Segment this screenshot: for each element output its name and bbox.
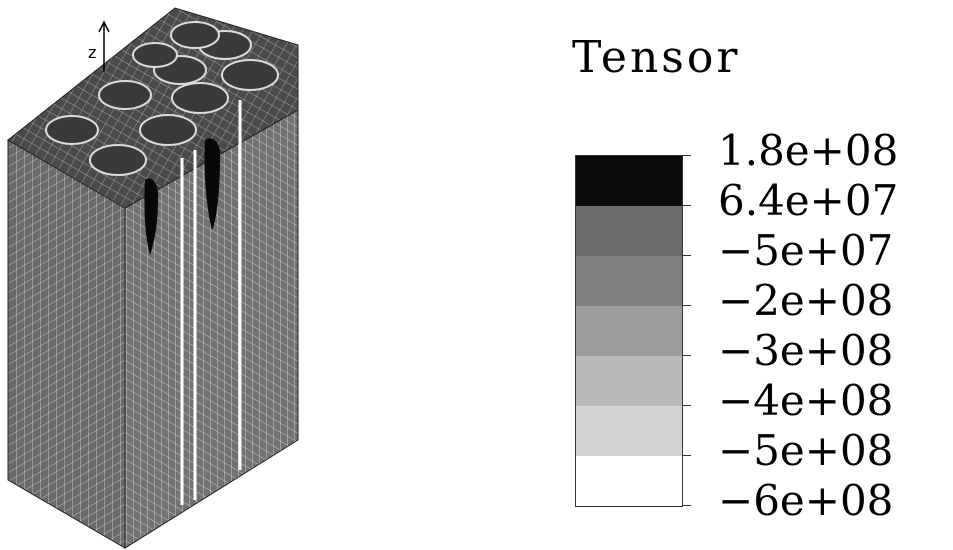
legend-tick bbox=[683, 455, 691, 456]
legend-tick bbox=[683, 505, 691, 506]
high-stress-regions bbox=[144, 138, 221, 255]
legend-tick bbox=[683, 305, 691, 306]
legend-tick bbox=[683, 405, 691, 406]
legend-title: Tensor bbox=[572, 32, 741, 83]
legend-label: −5e+08 bbox=[718, 426, 894, 475]
legend-tick bbox=[683, 355, 691, 356]
legend-band bbox=[576, 456, 682, 506]
legend-band bbox=[576, 206, 682, 256]
legend-tick bbox=[683, 205, 691, 206]
legend-tick bbox=[683, 255, 691, 256]
finite-element-mesh-block: z bbox=[7, 7, 299, 549]
legend-band bbox=[576, 406, 682, 456]
legend-band bbox=[576, 156, 682, 206]
legend-label: −4e+08 bbox=[718, 376, 894, 425]
legend-colorbar bbox=[575, 155, 683, 507]
legend-label: −5e+07 bbox=[718, 226, 894, 275]
legend-label: −6e+08 bbox=[718, 476, 894, 525]
legend-label: −2e+08 bbox=[718, 276, 894, 325]
front-face bbox=[7, 139, 126, 549]
legend-band bbox=[576, 256, 682, 306]
stress-seams bbox=[180, 100, 242, 505]
legend-label: −3e+08 bbox=[718, 326, 894, 375]
z-axis-indicator bbox=[98, 20, 110, 72]
legend-band bbox=[576, 356, 682, 406]
legend-label: 6.4e+07 bbox=[718, 176, 899, 225]
legend-tick bbox=[683, 155, 691, 156]
fibre-sections bbox=[45, 21, 279, 176]
legend-label: 1.8e+08 bbox=[718, 126, 899, 175]
legend-band bbox=[576, 306, 682, 356]
z-axis-label: z bbox=[88, 43, 96, 62]
